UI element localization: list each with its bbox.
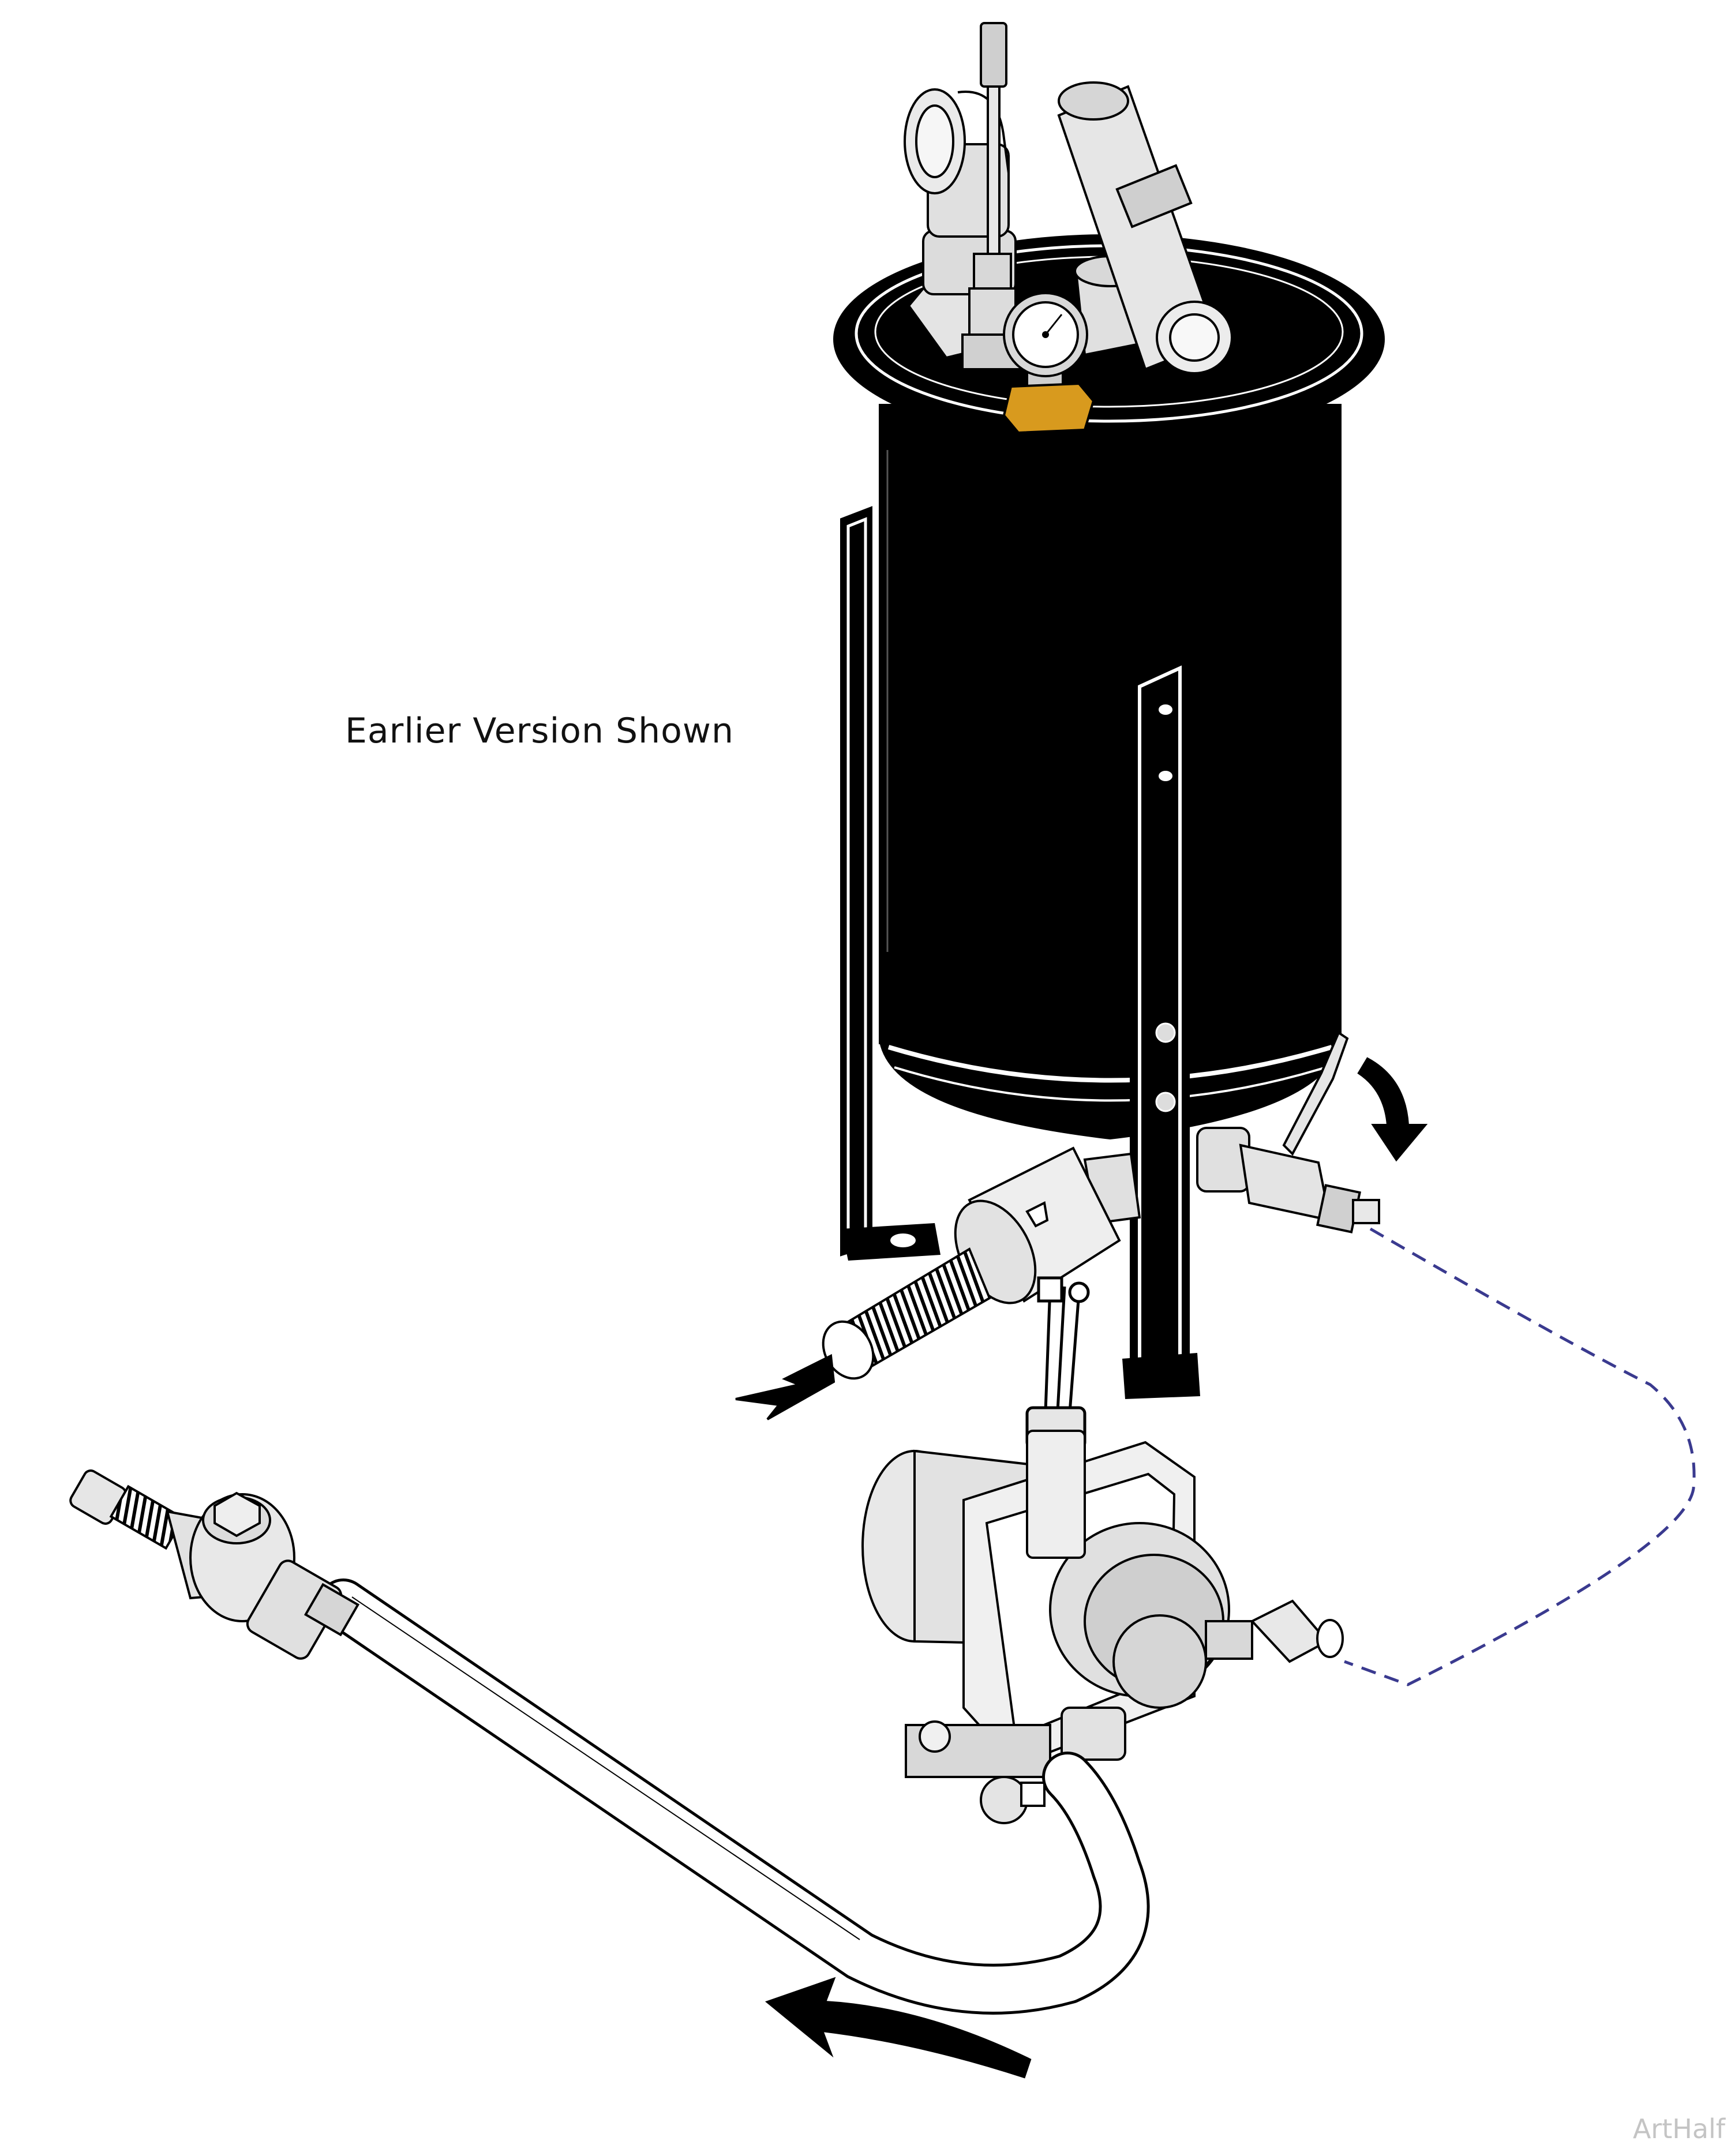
pressure-gauge-icon [1003, 292, 1088, 388]
rotate-arrow-icon [1357, 1057, 1428, 1162]
drain-valve [1196, 1031, 1380, 1233]
flow-arrow-icon [735, 1353, 835, 1420]
caption-earlier-version: Earlier Version Shown [345, 711, 734, 751]
inlet-hose [318, 1578, 1150, 2015]
watermark: ArtHalf [1632, 2113, 1725, 2144]
check-valve [954, 1146, 1141, 1304]
front-leg [1122, 650, 1200, 1399]
wire-harness [1025, 1276, 1090, 1450]
tank [879, 404, 1342, 1139]
pump-assembly [861, 1430, 1344, 1824]
drain-hose [822, 1247, 991, 1380]
rear-leg [840, 506, 941, 1261]
connection-dashed-line [1344, 1227, 1696, 1686]
rotate-arrow-icon [765, 1977, 1032, 2079]
strainer-fitting [69, 1469, 360, 1660]
outlet-fitting [1057, 81, 1233, 374]
brass-fitting [1002, 382, 1095, 434]
